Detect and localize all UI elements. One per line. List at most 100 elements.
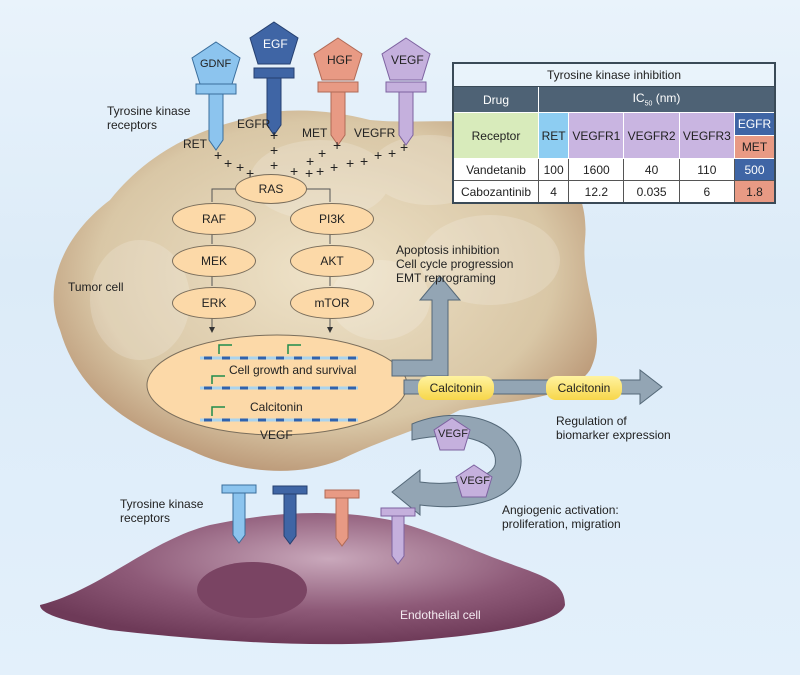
vegf-secreted-label-1: VEGF	[438, 428, 468, 440]
vegf-secreted-1	[433, 417, 471, 451]
svg-text:+: +	[290, 163, 298, 179]
svg-text:+: +	[306, 153, 314, 169]
cell-value: 12.2	[568, 180, 625, 204]
table-row: Cabozantinib 4 12.2 0.035 6 1.8	[452, 180, 776, 204]
ligand-hgf	[313, 37, 363, 81]
svg-text:+: +	[316, 163, 324, 179]
table-row: Vandetanib 100 1600 40 110 500	[452, 158, 776, 181]
ligand-vegf-label: VEGF	[391, 53, 424, 67]
col-met: MET	[733, 135, 776, 159]
cell-value: 6	[678, 180, 735, 204]
svg-text:+: +	[214, 147, 222, 163]
table-title: Tyrosine kinase inhibition	[452, 62, 776, 87]
ligand-gdnf	[191, 41, 241, 85]
transcription-arrows	[211, 344, 301, 416]
ligands	[191, 21, 431, 85]
svg-text:+: +	[346, 155, 354, 171]
calcitonin-pill-1: Calcitonin	[418, 376, 494, 400]
drug-name: Vandetanib	[452, 158, 539, 181]
node-mtor: mTOR	[290, 287, 374, 319]
node-pi3k: PI3K	[290, 203, 374, 235]
cell-value: 1.8	[733, 180, 776, 204]
receptor-egfr-label: EGFR	[237, 117, 271, 131]
receptors-top	[195, 67, 427, 151]
ligand-gdnf-label: GDNF	[200, 58, 232, 70]
svg-text:+: +	[318, 145, 326, 161]
header-ic50: IC50 (nm)	[538, 86, 776, 113]
svg-text:+: +	[333, 137, 341, 153]
angiogenic-label: Angiogenic activation:proliferation, mig…	[502, 503, 621, 531]
col-ret: RET	[537, 112, 570, 159]
endo-receptor-met	[324, 489, 360, 547]
receptor-vegfr-label: VEGFR	[354, 126, 396, 140]
receptor-vegfr	[385, 81, 427, 146]
pathway-connectors	[209, 188, 333, 333]
svg-text:+: +	[270, 142, 278, 158]
ligand-egf-label: EGF	[263, 37, 288, 51]
vegf-secreted-2	[455, 464, 493, 498]
endo-receptor-vegfr	[380, 507, 416, 565]
receptor-label: Receptor	[452, 112, 539, 159]
header-drug: Drug	[452, 86, 539, 113]
endothelial-nucleus	[197, 562, 307, 618]
receptor-ret	[195, 83, 237, 151]
cell-value: 500	[733, 158, 776, 181]
receptor-ret-label: RET	[183, 137, 207, 151]
cell-value: 4	[537, 180, 570, 204]
ligand-vegf	[381, 37, 431, 81]
tumor-texture	[90, 135, 560, 360]
outcome-arrow	[391, 275, 462, 377]
node-ras: RAS	[235, 174, 307, 204]
cell-value: 100	[537, 158, 570, 181]
ligand-egf	[249, 21, 299, 65]
endothelial-cell-label: Endothelial cell	[400, 608, 481, 622]
svg-text:+: +	[330, 159, 338, 175]
inhibition-table: Tyrosine kinase inhibition Drug IC50 (nm…	[452, 62, 776, 204]
svg-text:+: +	[374, 147, 382, 163]
dna-strands	[200, 356, 358, 422]
drug-name: Cabozantinib	[452, 180, 539, 204]
col-vegfr1: VEGFR1	[568, 112, 625, 159]
endothelial-cell	[40, 513, 565, 645]
endo-receptor-ret	[221, 484, 257, 544]
nucleus-text-growth: Cell growth and survival	[229, 363, 357, 377]
nucleus-text-vegf: VEGF	[260, 428, 293, 442]
phosphorylation-marks: ++++ ++++ ++++ ++++ +++	[214, 127, 408, 181]
svg-text:+: +	[388, 145, 396, 161]
svg-text:+: +	[360, 153, 368, 169]
nucleus-text-calcitonin: Calcitonin	[250, 400, 303, 414]
tumor-cell-label: Tumor cell	[68, 280, 124, 294]
vegf-secretion-arrow	[391, 415, 522, 517]
cell-value: 40	[623, 158, 680, 181]
node-akt: AKT	[290, 245, 374, 277]
receptor-met	[317, 81, 359, 146]
ligand-hgf-label: HGF	[327, 53, 353, 67]
cell-value: 1600	[568, 158, 625, 181]
svg-text:+: +	[270, 127, 278, 143]
receptor-met-label: MET	[302, 126, 328, 140]
receptor-egfr	[253, 67, 295, 136]
svg-text:+: +	[270, 157, 278, 173]
node-raf: RAF	[172, 203, 256, 235]
node-mek: MEK	[172, 245, 256, 277]
receptors-bottom	[221, 484, 416, 565]
col-vegfr2: VEGFR2	[623, 112, 680, 159]
svg-text:+: +	[224, 155, 232, 171]
svg-text:+: +	[246, 165, 254, 181]
vegf-secreted-label-2: VEGF	[460, 475, 490, 487]
svg-text:+: +	[305, 165, 313, 181]
col-egfr: EGFR	[733, 112, 776, 136]
endo-receptor-egfr	[272, 485, 308, 545]
calcitonin-pill-2: Calcitonin	[546, 376, 622, 400]
node-erk: ERK	[172, 287, 256, 319]
outcomes-label: Apoptosis inhibition Cell cycle progress…	[396, 243, 514, 285]
svg-text:+: +	[236, 159, 244, 175]
col-vegfr3: VEGFR3	[678, 112, 735, 159]
svg-text:+: +	[400, 139, 408, 155]
cell-value: 110	[678, 158, 735, 181]
cell-value: 0.035	[623, 180, 680, 204]
